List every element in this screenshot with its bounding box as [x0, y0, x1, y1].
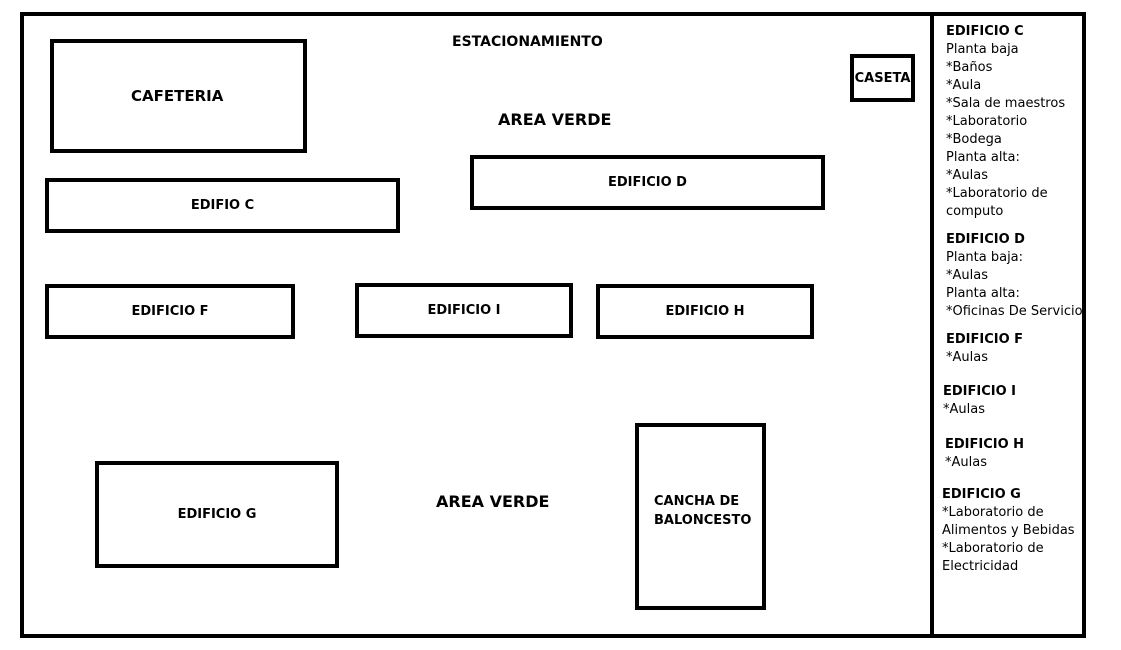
legend-edificio-d: EDIFICIO D Planta baja: *Aulas Planta al… — [946, 231, 1083, 321]
edificio-h-label: EDIFICIO H — [665, 304, 745, 319]
area-verde-bottom-label: AREA VERDE — [436, 492, 550, 511]
legend-line: *Aulas — [946, 168, 988, 183]
caseta-label: CASETA — [854, 70, 911, 86]
legend-line: Planta baja — [946, 42, 1019, 57]
legend-line: Alimentos y Bebidas — [942, 523, 1075, 538]
edificio-f-building: EDIFICIO F — [45, 284, 295, 339]
legend-line: Planta alta: — [946, 150, 1020, 165]
estacionamiento-label: ESTACIONAMIENTO — [452, 34, 603, 50]
legend-line: *Baños — [946, 60, 993, 75]
area-verde-top-label: AREA VERDE — [498, 110, 612, 129]
legend-edificio-f: EDIFICIO F *Aulas — [946, 331, 1023, 367]
legend-title: EDIFICIO C — [946, 24, 1024, 39]
legend-edificio-h: EDIFICIO H *Aulas — [945, 436, 1024, 472]
legend-line: *Laboratorio de — [942, 541, 1044, 556]
legend-line: computo — [946, 204, 1004, 219]
legend-edificio-g: EDIFICIO G *Laboratorio de Alimentos y B… — [942, 486, 1075, 576]
legend-line: *Laboratorio de — [942, 505, 1044, 520]
legend-line: *Laboratorio de — [946, 186, 1048, 201]
legend-line: *Aulas — [945, 455, 987, 470]
caseta-building: CASETA — [850, 54, 915, 102]
cafeteria-label: CAFETERIA — [131, 87, 224, 105]
legend-divider — [930, 12, 934, 638]
legend-title: EDIFICIO G — [942, 487, 1021, 502]
legend-title: EDIFICIO D — [946, 232, 1025, 247]
legend-title: EDIFICIO F — [946, 332, 1024, 347]
legend-line: Planta alta: — [946, 286, 1020, 301]
legend-line: *Aulas — [946, 268, 988, 283]
map-frame — [20, 12, 1086, 638]
edificio-d-label: EDIFICIO D — [608, 175, 687, 190]
legend-title: EDIFICIO I — [943, 384, 1017, 399]
legend-line: *Aulas — [943, 402, 985, 417]
legend-edificio-c: EDIFICIO C Planta baja *Baños *Aula *Sal… — [946, 23, 1065, 221]
cancha-label-line1: CANCHA DE — [654, 494, 740, 509]
legend-title: EDIFICIO H — [945, 437, 1025, 452]
legend-line: *Bodega — [946, 132, 1002, 147]
edificio-i-building: EDIFICIO I — [355, 283, 573, 338]
legend-edificio-i: EDIFICIO I *Aulas — [943, 383, 1016, 419]
cancha-label-line2: BALONCESTO — [654, 513, 752, 528]
legend-line: *Sala de maestros — [946, 96, 1066, 111]
legend-line: Planta baja: — [946, 250, 1024, 265]
legend-line: *Aulas — [946, 350, 988, 365]
legend-line: *Laboratorio — [946, 114, 1028, 129]
cancha-baloncesto: CANCHA DE BALONCESTO — [635, 423, 766, 610]
edificio-f-label: EDIFICIO F — [131, 304, 209, 319]
legend-line: *Aula — [946, 78, 982, 93]
edificio-d-building: EDIFICIO D — [470, 155, 825, 210]
edificio-c-label: EDIFIO C — [190, 198, 255, 213]
edificio-c-building: EDIFIO C — [45, 178, 400, 233]
cafeteria-building: CAFETERIA — [50, 39, 307, 153]
legend-line: *Oficinas De Servicio — [946, 304, 1083, 319]
edificio-g-building: EDIFICIO G — [95, 461, 339, 568]
edificio-i-label: EDIFICIO I — [427, 303, 501, 318]
edificio-h-building: EDIFICIO H — [596, 284, 814, 339]
legend-line: Electricidad — [942, 559, 1019, 574]
edificio-g-label: EDIFICIO G — [177, 507, 257, 522]
